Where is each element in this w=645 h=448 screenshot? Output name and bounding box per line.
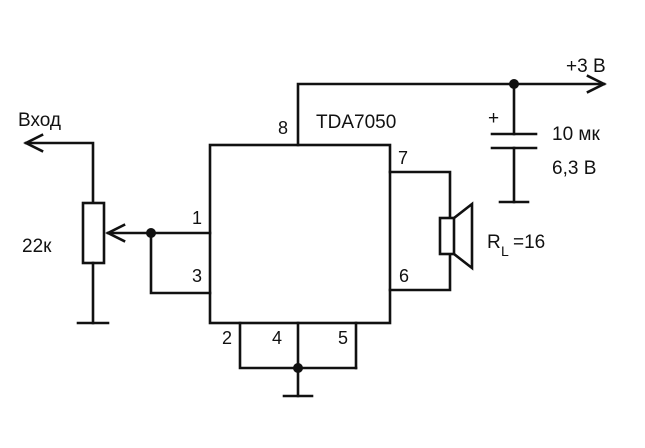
capacitor-polarity: + [488, 108, 499, 129]
pin6-wire [388, 252, 452, 292]
input-arrow [23, 133, 44, 153]
pin-label-3: 3 [192, 266, 202, 286]
pin7-wire [388, 170, 452, 220]
potentiometer-value: 22к [22, 236, 52, 257]
input-wire [24, 141, 95, 205]
capacitor-voltage: 6,3 В [552, 158, 596, 179]
pin-label-2: 2 [222, 328, 232, 348]
pin2-wire [238, 321, 358, 370]
speaker-cone [452, 201, 474, 271]
speaker-label-sub: L [501, 243, 509, 259]
speaker-label-value: =16 [513, 232, 545, 253]
pin-label-5: 5 [338, 328, 348, 348]
speaker-magnet [438, 216, 456, 256]
pin-label-7: 7 [398, 148, 408, 168]
pin-label-8: 8 [278, 118, 288, 138]
potentiometer-body [81, 201, 106, 265]
speaker-label: R L =16 [487, 232, 545, 259]
supply-wire [296, 82, 606, 147]
capacitor-value: 10 мк [552, 124, 600, 145]
pin-label-4: 4 [272, 328, 282, 348]
input-label: Вход [18, 110, 61, 131]
wiper-arrow [105, 223, 126, 243]
pin-label-6: 6 [399, 266, 409, 286]
pin-label-1: 1 [192, 208, 202, 228]
ic-name: TDA7050 [316, 112, 396, 133]
supply-label: +3 В [566, 56, 606, 77]
pin3-wire [149, 231, 212, 295]
ground-junction-dot [293, 363, 303, 373]
speaker-label-main: R [487, 232, 501, 253]
supply-arrow [586, 74, 607, 94]
ic-body [208, 143, 392, 325]
